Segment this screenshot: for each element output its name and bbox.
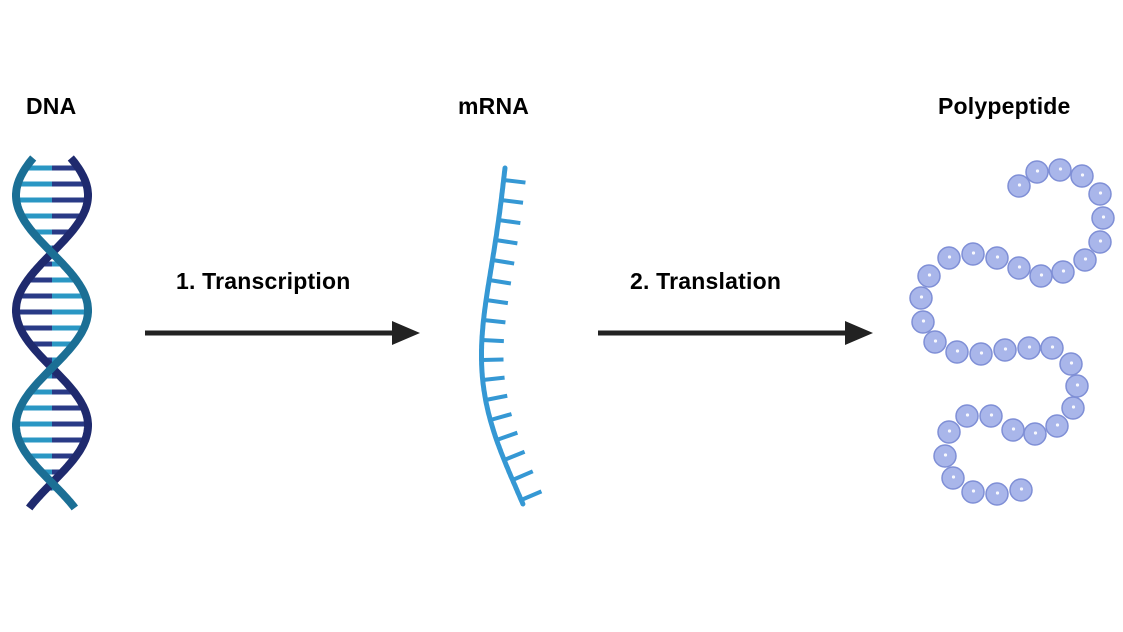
mrna-base [503,449,526,462]
amino-acid-highlight [1017,265,1022,269]
mrna-base [500,198,524,205]
mrna-base [488,278,512,286]
amino-acid-highlight [1033,431,1038,435]
amino-acid-highlight [979,351,984,355]
amino-acid-highlight [919,295,924,299]
mrna-base [489,412,513,422]
amino-acid-highlight [1058,167,1063,171]
mrna-base [485,393,508,402]
amino-acid-highlight [995,491,1000,495]
amino-acid-highlight [1071,405,1076,409]
amino-acid-highlight [971,251,976,255]
translation-label: 2. Translation [630,268,782,294]
mrna-base [482,375,505,382]
dna-label: DNA [26,93,77,119]
mrna-base [498,218,521,226]
translation-arrow-icon [598,321,873,345]
amino-acid-highlight [1019,487,1024,491]
amino-acid-highlight [1069,361,1074,365]
amino-acid-highlight [927,273,932,277]
amino-acid-highlight [1083,257,1088,261]
amino-acid-highlight [1101,215,1106,219]
amino-acid-highlight [995,255,1000,259]
amino-acid-highlight [989,413,994,417]
mrna-base [492,258,515,266]
amino-acid-highlight [965,413,970,417]
mrna-base [511,469,534,482]
dna-double-helix-icon [12,155,92,511]
amino-acid-highlight [933,339,938,343]
amino-acid-highlight [1027,345,1032,349]
amino-acid-highlight [971,489,976,493]
amino-acid-highlight [1098,239,1103,243]
amino-acid-highlight [943,453,948,457]
amino-acid-highlight [1011,427,1016,431]
amino-acid-highlight [951,475,956,479]
mrna-base [483,318,506,325]
amino-acid-highlight [1061,269,1066,273]
mrna-base [520,489,543,502]
polypeptide-label: Polypeptide [938,93,1071,119]
transcription-arrow-icon [145,321,420,345]
transcription-label: 1. Transcription [176,268,351,294]
mrna-base [495,430,519,442]
amino-acid-highlight [921,319,926,323]
amino-acid-highlight [1017,183,1022,187]
mrna-base [503,178,526,185]
amino-acid-highlight [947,255,952,259]
amino-acid-highlight [1003,347,1008,351]
amino-acid-highlight [1080,173,1085,177]
amino-acid-highlight [1050,345,1055,349]
mrna-label: mRNA [458,93,530,119]
mrna-base [485,298,509,306]
amino-acid-highlight [955,349,960,353]
amino-acid-highlight [1055,423,1060,427]
amino-acid-highlight [1098,191,1103,195]
amino-acid-highlight [1075,383,1080,387]
mrna-base [495,238,518,246]
polypeptide-chain-icon [909,158,1115,506]
mrna-strand-icon [479,165,543,507]
amino-acid-highlight [947,429,952,433]
mrna-base [481,338,504,344]
amino-acid-highlight [1035,169,1040,173]
amino-acid-highlight [1039,273,1044,277]
